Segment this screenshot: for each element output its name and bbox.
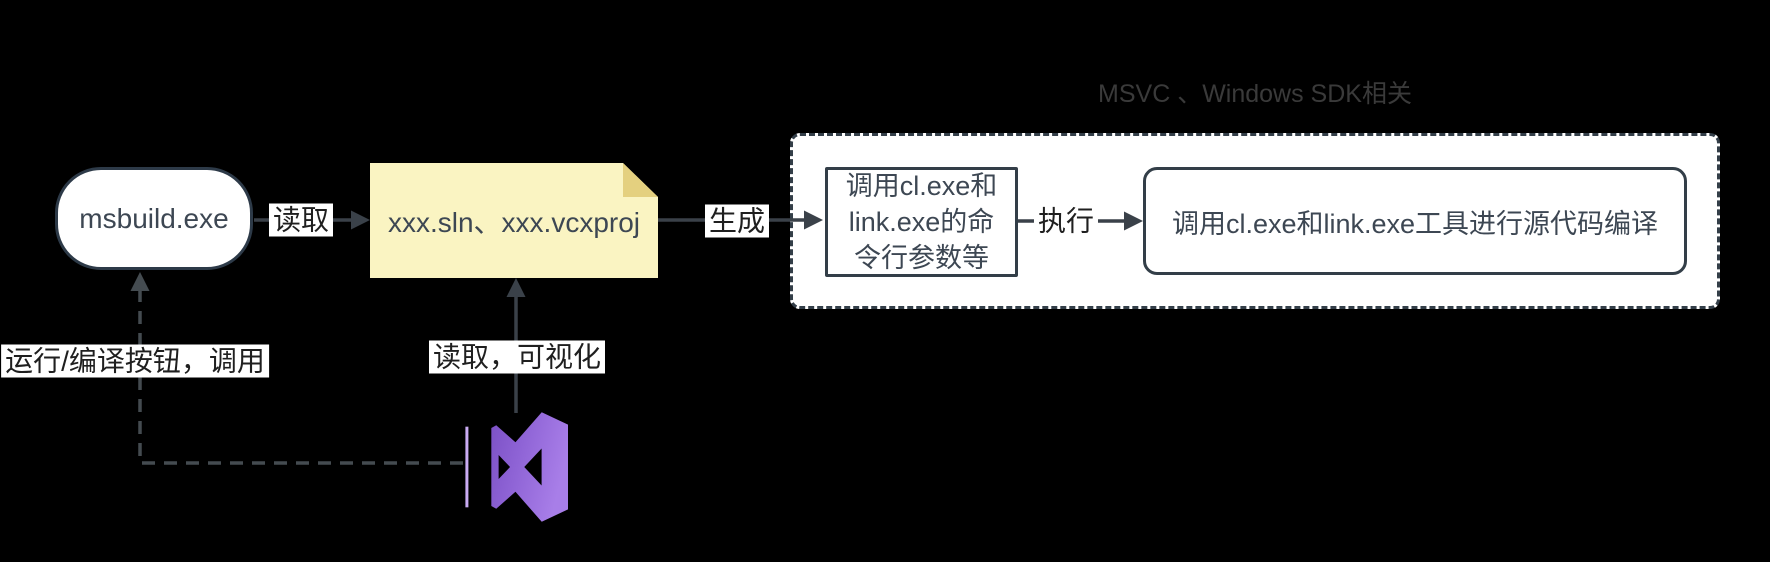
edge-read-arrowhead-icon <box>351 210 370 230</box>
node-project-files-note: xxx.sln、xxx.vcxproj <box>370 163 658 278</box>
vs-logo-left-line <box>465 426 469 508</box>
group-title: MSVC 、Windows SDK相关 <box>1098 80 1412 108</box>
edge-generate-arrowhead-icon <box>804 210 823 230</box>
node-compile-tools-label: 调用cl.exe和link.exe工具进行源代码编译 <box>1171 208 1659 239</box>
visual-studio-logo-icon <box>465 412 568 522</box>
node-compile-tools: 调用cl.exe和link.exe工具进行源代码编译 <box>1143 167 1687 275</box>
node-command-params: 调用cl.exe和 link.exe的命 令行参数等 <box>825 167 1018 277</box>
node-project-files-label: xxx.sln、xxx.vcxproj <box>387 206 641 238</box>
edge-label-generate: 生成 <box>704 204 770 238</box>
node-msbuild-label: msbuild.exe <box>79 202 229 234</box>
edge-label-read: 读取 <box>268 203 334 237</box>
note-body <box>370 163 658 278</box>
edge-read-visualize-arrowhead-icon <box>506 278 526 297</box>
node-msbuild: msbuild.exe <box>55 167 253 270</box>
edge-label-run-invoke: 运行/编译按钮，调用 <box>1 344 269 378</box>
node-command-params-label: 调用cl.exe和 link.exe的命 令行参数等 <box>845 171 998 273</box>
edge-execute-arrowhead-icon <box>1124 211 1143 231</box>
vs-logo-ribbon <box>491 412 568 522</box>
edge-label-read-visualize: 读取，可视化 <box>428 340 606 374</box>
edge-label-execute: 执行 <box>1033 204 1099 238</box>
edge-run-invoke-arrowhead-icon <box>130 272 150 291</box>
